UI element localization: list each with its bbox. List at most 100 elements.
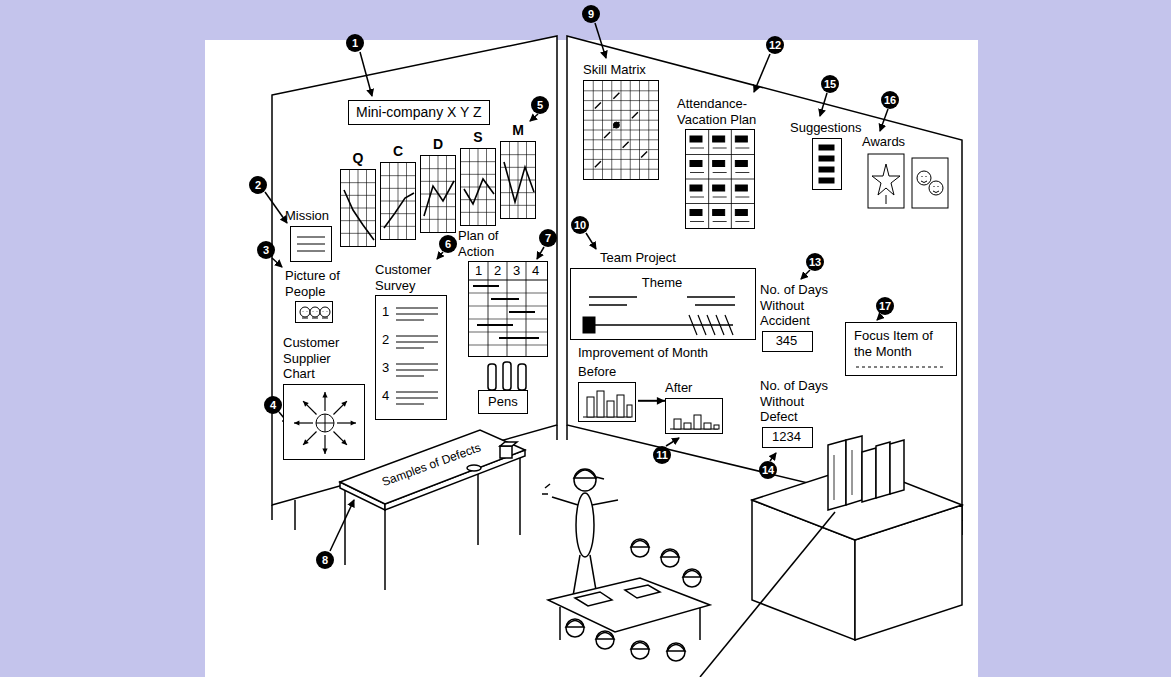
board-item: Focus Item of the Month	[845, 322, 957, 376]
callout-number: 9	[582, 5, 600, 23]
board-panel	[583, 80, 659, 180]
board-panel	[290, 226, 332, 262]
callout-number: 15	[821, 75, 839, 93]
board-item: Plan of Action1234	[458, 228, 548, 357]
board-panel	[380, 162, 416, 240]
right-wall	[567, 36, 962, 520]
board-item: Customer Survey 1 2 3 4	[375, 262, 447, 420]
board-item: Samples of Defects	[380, 440, 483, 489]
board-heading: Customer Supplier Chart	[283, 335, 355, 382]
board-heading: Awards	[862, 134, 922, 150]
board-title: Mini-company X Y Z	[356, 104, 482, 121]
board-item: No. of Days Without Defect1234	[760, 378, 838, 448]
board-panel	[500, 141, 536, 219]
board-item: Pens	[478, 390, 528, 414]
board-title: Pens	[488, 394, 518, 410]
callout-number: 2	[249, 176, 267, 194]
board-graphic	[813, 139, 841, 189]
board-graphic	[296, 302, 332, 322]
board-panel	[665, 398, 723, 434]
board-text: 4	[382, 388, 389, 404]
board-text: 2	[488, 263, 507, 279]
board-item: C	[380, 143, 416, 240]
board-graphic	[461, 149, 495, 225]
board-item: After	[665, 380, 725, 434]
board-item: Suggestions	[790, 120, 880, 190]
board-text: Theme	[571, 275, 753, 291]
callout-number: 3	[257, 241, 275, 259]
callout-number: 6	[439, 235, 457, 253]
section-label: Improvement of Month	[578, 345, 753, 361]
board-heading: No. of Days Without Defect	[760, 378, 838, 425]
board-item: Skill Matrix	[583, 62, 663, 180]
board-text: 2	[382, 332, 389, 348]
board-panel	[866, 152, 952, 212]
board-text: 3	[382, 360, 389, 376]
callout-number: 16	[881, 91, 899, 109]
board-panel: 345	[762, 331, 813, 352]
flow-arrow	[638, 397, 665, 405]
board-heading: C	[380, 143, 416, 160]
left-wall	[272, 36, 557, 505]
board-heading: Before	[578, 364, 638, 380]
board-graphic	[381, 163, 415, 239]
board-panel	[685, 129, 755, 229]
board-heading: No. of Days Without Accident	[760, 282, 838, 329]
board-text: 3	[507, 263, 526, 279]
board-title: Samples of Defects	[380, 440, 483, 489]
callout-number: 4	[264, 396, 282, 414]
board-panel	[578, 382, 636, 422]
book-stand	[752, 436, 962, 640]
defect-table	[340, 430, 525, 590]
board-heading: D	[420, 136, 456, 153]
board-item: Mini-company X Y Z	[348, 100, 490, 125]
board-panel	[340, 169, 376, 247]
board-item: Attendance-Vacation Plan	[677, 96, 777, 229]
board-heading: Suggestions	[790, 120, 880, 136]
callout-number: 8	[316, 551, 334, 569]
board-panel: 1 2 3 4	[375, 295, 447, 420]
board-panel	[420, 155, 456, 233]
board-item: Picture of People	[285, 268, 347, 323]
board-item: No. of Days Without Accident345	[760, 282, 838, 352]
board-item: Team ProjectTheme	[570, 250, 756, 340]
board-heading: Skill Matrix	[583, 62, 663, 78]
board-panel: 1234	[468, 261, 548, 357]
board-item: Before	[578, 364, 638, 422]
pens-holder	[488, 362, 526, 390]
board-heading: Customer Survey	[375, 262, 447, 293]
board-graphic	[284, 385, 364, 459]
board-title: Focus Item of the Month	[854, 328, 948, 359]
callout-number: 5	[531, 96, 549, 114]
board-heading: Mission	[285, 208, 335, 224]
board-item: Mission	[285, 208, 335, 262]
callout-number: 12	[766, 36, 784, 54]
board-panel	[283, 384, 365, 460]
board-graphic	[866, 152, 952, 212]
callout-number: 1	[346, 34, 364, 52]
board-graphic	[666, 399, 722, 433]
board-heading: Team Project	[570, 250, 752, 266]
board-heading: Plan of Action	[458, 228, 508, 259]
board-panel: Theme	[570, 268, 756, 340]
callout-number: 7	[539, 229, 557, 247]
board-panel: 1234	[762, 427, 813, 448]
board-item: M	[500, 122, 536, 219]
board-item: Customer Supplier Chart	[283, 335, 365, 460]
board-graphic	[579, 383, 635, 421]
board-panel	[460, 148, 496, 226]
board-heading: M	[500, 122, 536, 139]
callout-leaders	[265, 23, 888, 551]
board-text: 1	[469, 263, 488, 279]
board-panel	[812, 138, 842, 190]
board-graphic	[421, 156, 455, 232]
presenter	[542, 469, 618, 602]
callout-number: 10	[571, 216, 589, 234]
board-heading: S	[460, 129, 496, 146]
board-item: D	[420, 136, 456, 233]
callout-number: 13	[806, 253, 824, 271]
board-heading: Attendance-Vacation Plan	[677, 96, 777, 127]
board-text: 1	[382, 304, 389, 320]
board-heading: Picture of People	[285, 268, 347, 299]
